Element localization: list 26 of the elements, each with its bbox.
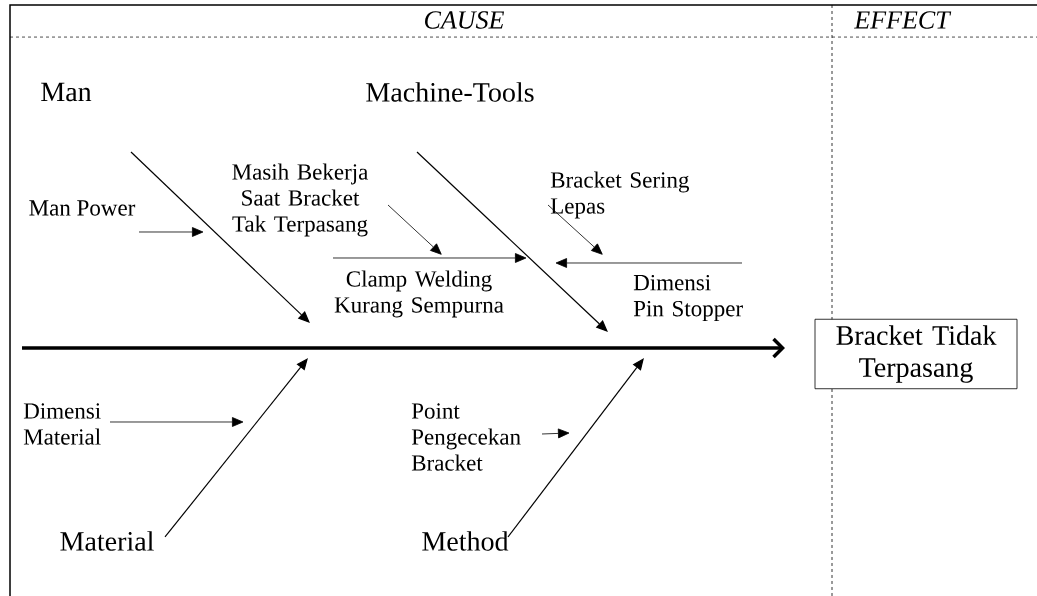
effect-box: Bracket Tidak Terpasang: [814, 318, 1018, 390]
arrow: [547, 204, 603, 255]
column-header: CAUSE: [425, 11, 505, 29]
arrow: [109, 417, 244, 427]
arrow: [507, 358, 644, 538]
category-label: Man: [41, 82, 92, 102]
arrow: [555, 258, 743, 268]
cause-label: Clamp Welding Kurang Sempurna: [334, 270, 504, 318]
cause-label: Point Pengecekan Bracket: [411, 403, 521, 471]
arrow: [416, 151, 608, 332]
cause-label: Dimensi Material: [23, 403, 101, 445]
cause-label: Bracket Sering Lepas: [550, 171, 689, 219]
arrow: [387, 204, 442, 255]
cause-label: Man Power: [29, 200, 136, 216]
cause-label: Dimensi Pin Stopper: [633, 274, 743, 322]
cause-label: Masih Bekerja Saat Bracket Tak Terpasang: [232, 163, 369, 237]
column-header: EFFECT: [854, 11, 952, 29]
arrow: [332, 253, 527, 263]
arrow: [130, 151, 310, 323]
arrow: [164, 358, 308, 538]
category-label: Machine-Tools: [366, 82, 534, 102]
arrow: [541, 428, 570, 439]
category-label: Method: [422, 531, 509, 551]
spine-arrow: [22, 337, 785, 359]
category-label: Material: [60, 531, 154, 551]
arrow: [138, 227, 204, 237]
